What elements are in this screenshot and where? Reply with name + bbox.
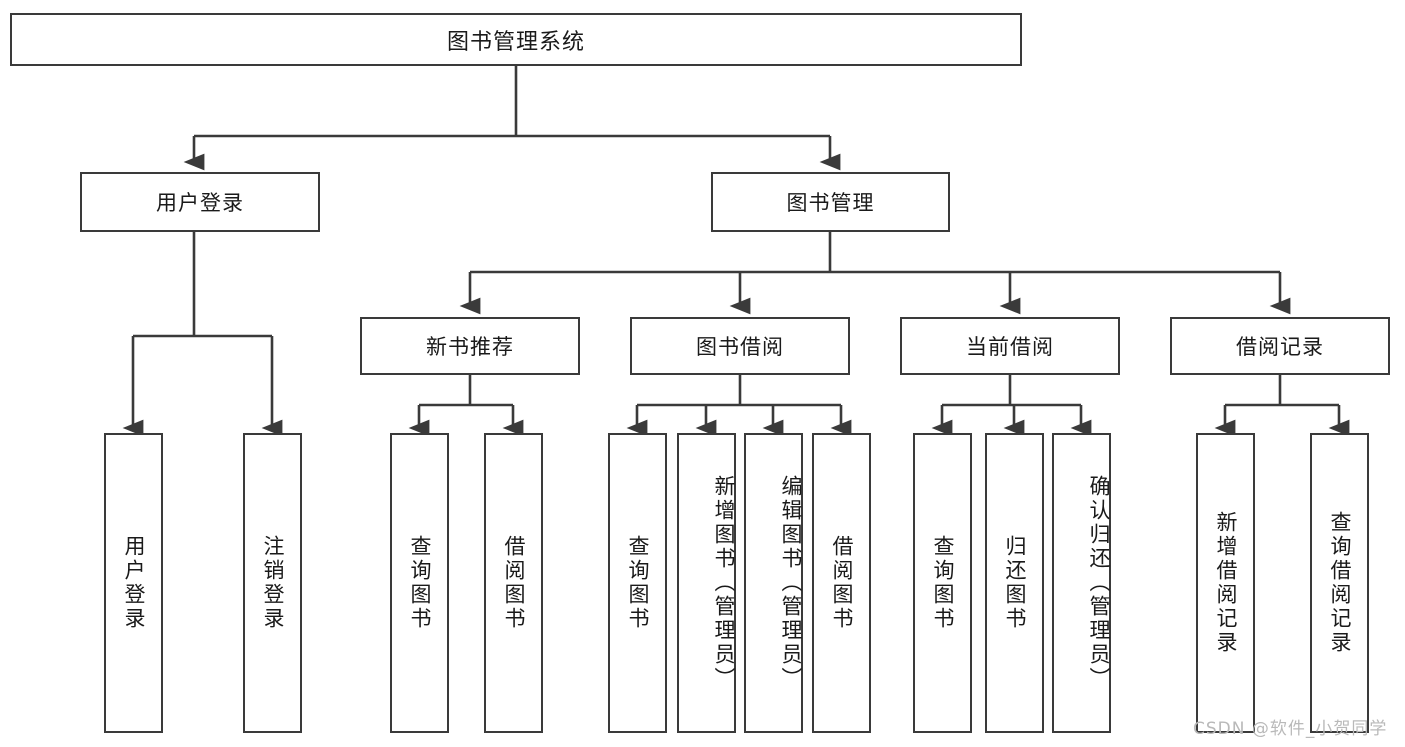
node-leaf-query-borrow-record[interactable]: 查询借阅记录 xyxy=(1310,433,1369,733)
node-label: 查询借阅记录 xyxy=(1328,511,1352,655)
node-label: 查询图书 xyxy=(626,535,650,631)
node-label: 用户登录 xyxy=(122,535,146,631)
node-leaf-return-book[interactable]: 归还图书 xyxy=(985,433,1044,733)
node-book-borrow[interactable]: 图书借阅 xyxy=(630,317,850,375)
node-label: 图书管理系统 xyxy=(446,29,585,55)
node-label: 用户登录 xyxy=(156,191,244,215)
node-leaf-add-borrow-record[interactable]: 新增借阅记录 xyxy=(1196,433,1255,733)
node-leaf-add-book-admin[interactable]: 新增图书（管理员） xyxy=(677,433,736,733)
node-leaf-user-logout[interactable]: 注销登录 xyxy=(243,433,302,733)
node-leaf-user-login[interactable]: 用户登录 xyxy=(104,433,163,733)
node-label: 借阅记录 xyxy=(1236,335,1324,359)
node-label: 图书借阅 xyxy=(696,335,784,359)
node-user-login[interactable]: 用户登录 xyxy=(80,172,320,232)
node-label: 图书管理 xyxy=(786,191,875,215)
node-label: 查询图书 xyxy=(408,535,432,631)
node-leaf-query-book-borrow[interactable]: 查询图书 xyxy=(608,433,667,733)
node-label: 借阅图书 xyxy=(830,535,854,631)
node-label: 新书推荐 xyxy=(426,335,514,359)
node-label: 查询图书 xyxy=(931,535,955,631)
node-new-book-recommend[interactable]: 新书推荐 xyxy=(360,317,580,375)
node-borrow-record[interactable]: 借阅记录 xyxy=(1170,317,1390,375)
node-leaf-borrow-book[interactable]: 借阅图书 xyxy=(812,433,871,733)
node-leaf-confirm-return-admin[interactable]: 确认归还（管理员） xyxy=(1052,433,1111,733)
node-leaf-query-book-recommend[interactable]: 查询图书 xyxy=(390,433,449,733)
node-leaf-edit-book-admin[interactable]: 编辑图书（管理员） xyxy=(744,433,803,733)
node-current-borrow[interactable]: 当前借阅 xyxy=(900,317,1120,375)
node-label: 当前借阅 xyxy=(966,335,1054,359)
node-label: 确认归还（管理员） xyxy=(1087,475,1111,691)
node-leaf-borrow-book-recommend[interactable]: 借阅图书 xyxy=(484,433,543,733)
node-book-management[interactable]: 图书管理 xyxy=(711,172,950,232)
node-label: 注销登录 xyxy=(261,535,285,631)
node-leaf-query-book-current[interactable]: 查询图书 xyxy=(913,433,972,733)
node-root-book-management-system[interactable]: 图书管理系统 xyxy=(10,13,1022,66)
node-label: 新增借阅记录 xyxy=(1214,511,1238,655)
node-label: 编辑图书（管理员） xyxy=(779,475,803,691)
node-label: 归还图书 xyxy=(1003,535,1027,631)
node-label: 借阅图书 xyxy=(502,535,526,631)
node-label: 新增图书（管理员） xyxy=(712,475,736,691)
